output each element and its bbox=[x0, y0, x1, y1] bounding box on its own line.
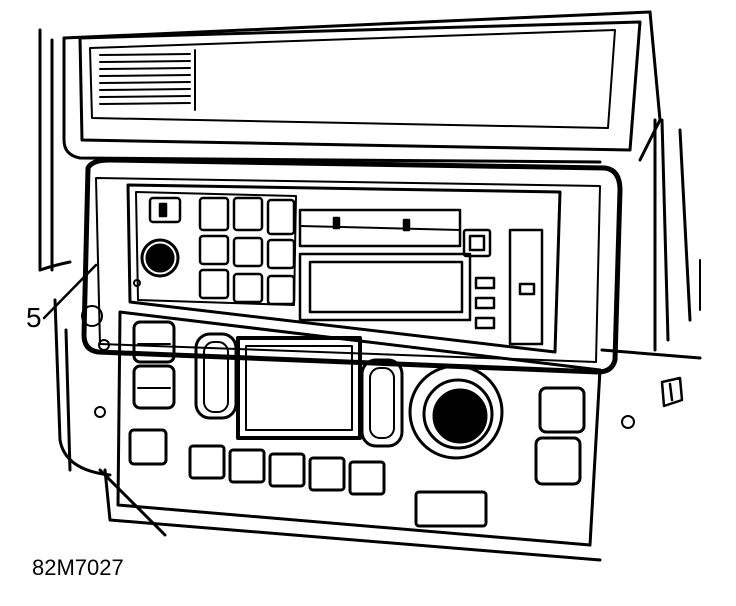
temperature-rocker-right[interactable] bbox=[360, 358, 404, 448]
climate-button[interactable] bbox=[534, 436, 582, 486]
climate-preset-button[interactable] bbox=[268, 452, 306, 488]
radio-button[interactable] bbox=[232, 236, 264, 268]
radio-button[interactable] bbox=[232, 196, 264, 232]
radio-button[interactable] bbox=[198, 268, 230, 300]
screw bbox=[98, 339, 110, 351]
screw bbox=[81, 305, 103, 327]
screw bbox=[621, 415, 635, 429]
radio-button[interactable] bbox=[232, 272, 264, 304]
cassette-slot[interactable] bbox=[298, 208, 462, 248]
climate-preset-button[interactable] bbox=[188, 444, 226, 480]
cassette-slot-marker bbox=[332, 216, 341, 230]
climate-button[interactable] bbox=[538, 386, 586, 434]
mode-button[interactable] bbox=[474, 276, 496, 290]
radio-button-grid bbox=[148, 196, 296, 306]
climate-preset-button[interactable] bbox=[348, 460, 386, 496]
cassette-slot-marker bbox=[402, 218, 411, 232]
radio-button[interactable] bbox=[198, 234, 230, 266]
temperature-rocker-left[interactable] bbox=[194, 332, 238, 420]
dashboard-surround bbox=[38, 10, 702, 562]
fixing-screws bbox=[81, 305, 635, 429]
radio-button-power[interactable] bbox=[148, 196, 182, 224]
callout-label: 5 bbox=[26, 302, 42, 333]
reference-code: 82M7027 bbox=[32, 555, 124, 580]
radio-button[interactable] bbox=[266, 238, 296, 270]
volume-knob[interactable] bbox=[133, 238, 180, 287]
climate-button[interactable] bbox=[132, 364, 176, 410]
radio-unit bbox=[81, 157, 623, 375]
screw bbox=[94, 406, 106, 418]
tuning-hole bbox=[133, 279, 141, 287]
radio-display bbox=[298, 252, 472, 322]
climate-button[interactable] bbox=[414, 490, 488, 528]
power-indicator bbox=[158, 202, 168, 218]
eject-button[interactable] bbox=[462, 228, 492, 258]
side-button[interactable] bbox=[518, 282, 536, 296]
climate-button[interactable] bbox=[132, 320, 176, 364]
climate-control-panel bbox=[116, 310, 602, 547]
climate-preset-button[interactable] bbox=[308, 456, 346, 492]
climate-preset-button[interactable] bbox=[228, 448, 266, 484]
mode-button[interactable] bbox=[474, 316, 496, 330]
mode-button[interactable] bbox=[474, 296, 496, 310]
cassette-section bbox=[298, 208, 544, 346]
radio-button[interactable] bbox=[266, 198, 296, 236]
upper-vent-panel bbox=[78, 20, 642, 152]
radio-button[interactable] bbox=[266, 274, 296, 306]
fan-speed-knob[interactable] bbox=[408, 364, 504, 460]
side-clip bbox=[660, 376, 684, 408]
callout-leader-line bbox=[42, 263, 98, 320]
climate-display bbox=[236, 336, 362, 440]
radio-button[interactable] bbox=[198, 196, 230, 232]
climate-button[interactable] bbox=[128, 428, 168, 466]
